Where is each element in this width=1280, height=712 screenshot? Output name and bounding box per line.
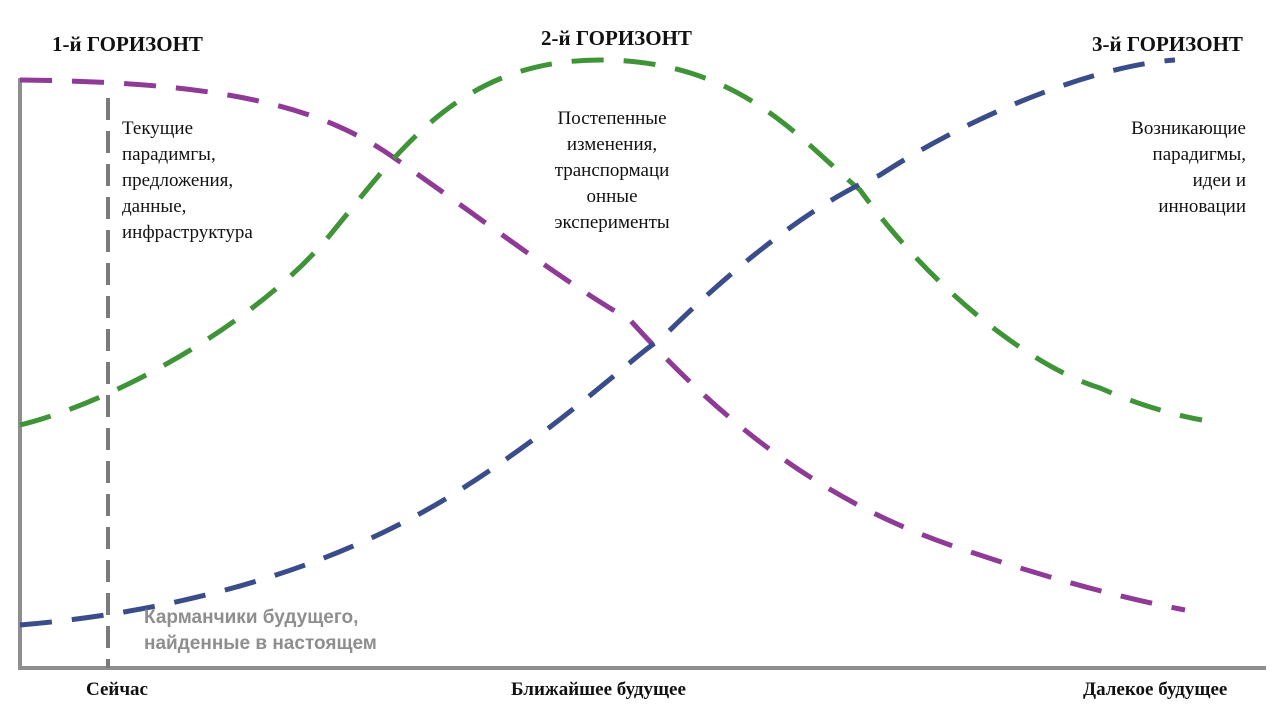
horizon-3-curve: [19, 57, 1176, 628]
horizon-3-description-line: парадигмы,: [1152, 144, 1246, 165]
x-label-near-future: Ближайшее будущее: [511, 679, 686, 700]
horizon-2-description-line: Постепенные: [557, 108, 667, 129]
horizon-3-description: Возникающие парадигмы, идеи и инновации: [1131, 116, 1246, 220]
horizon-2-description-line: эксперименты: [554, 212, 670, 233]
horizon-1-title: 1-й ГОРИЗОНТ: [52, 32, 203, 56]
horizon-1-curve: [19, 77, 1186, 613]
pockets-label-line: найденные в настоящем: [144, 633, 377, 654]
horizon-1-description-line: парадимгы,: [122, 144, 216, 165]
horizon-2-description-line: транспормаци: [554, 160, 670, 181]
horizon-2-curve: [19, 57, 1203, 428]
x-label-now: Сейчас: [86, 679, 148, 700]
pockets-label-line: Карманчики будущего,: [144, 607, 359, 628]
horizon-3-description-line: идеи и: [1192, 170, 1246, 191]
horizon-1-description-line: инфраструктура: [122, 222, 253, 243]
horizon-1-description-line: предложения,: [122, 170, 234, 191]
horizon-3-description-line: инновации: [1158, 196, 1246, 217]
horizon-1-description-line: Текущие: [122, 118, 194, 139]
horizon-2-description-line: онные: [586, 186, 638, 207]
horizon-3-title: 3-й ГОРИЗОНТ: [1092, 32, 1243, 56]
horizon-1-description-line: данные,: [122, 196, 187, 217]
horizon-2-description-line: изменения,: [566, 134, 658, 155]
horizon-2-title: 2-й ГОРИЗОНТ: [541, 26, 692, 50]
horizon-2-description: Постепенные изменения, транспормаци онны…: [532, 106, 692, 236]
horizon-3-description-line: Возникающие: [1131, 118, 1246, 139]
x-label-far-future: Далекое будущее: [1083, 679, 1228, 700]
pockets-of-future-label: Карманчики будущего, найденные в настоящ…: [144, 605, 377, 657]
horizon-1-description: Текущие парадимгы, предложения, данные, …: [122, 116, 253, 246]
